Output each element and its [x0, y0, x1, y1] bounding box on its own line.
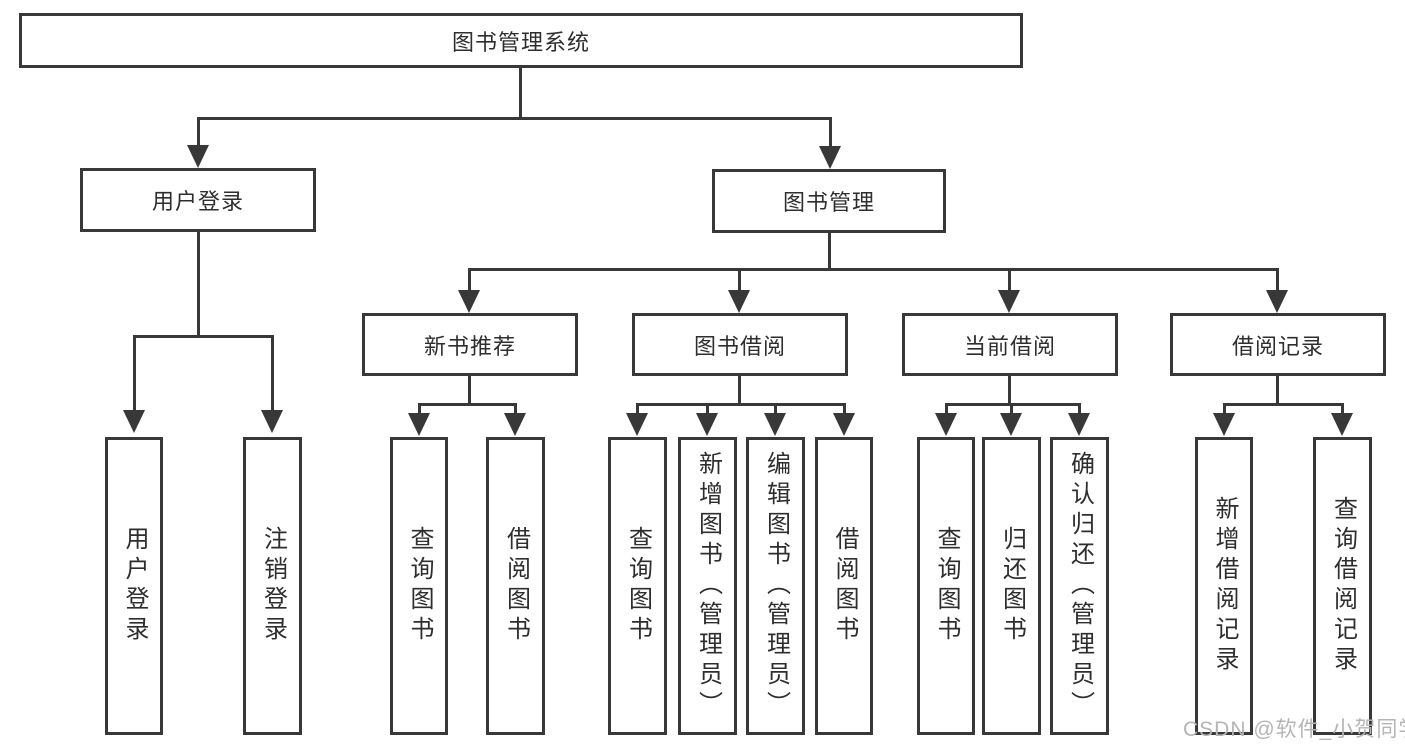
node-current-borrow: 当前借阅 — [902, 313, 1118, 376]
connector-book-borrow-rail — [636, 403, 846, 406]
leaf-logout-label: 注销登录 — [259, 526, 287, 646]
connector-current-borrow-drop-3 — [1078, 404, 1081, 414]
arrowhead-user-login — [187, 145, 209, 168]
connector-level3-drop-2 — [738, 269, 741, 291]
leaf-newbook-borrow: 借阅图书 — [486, 437, 545, 735]
leaf-borrow-borrow-label: 借阅图书 — [831, 526, 858, 646]
leaf-records-add-label: 新增借阅记录 — [1211, 496, 1238, 676]
connector-borrow-records-drop-2 — [1341, 404, 1344, 414]
arrowhead-records-add — [1213, 413, 1235, 436]
leaf-current-query-label: 查询图书 — [933, 526, 960, 646]
connector-current-borrow-rail — [945, 403, 1081, 406]
leaf-borrow-query: 查询图书 — [608, 437, 667, 735]
connector-current-borrow-drop-2 — [1010, 404, 1013, 414]
connector-borrow-records-stem — [1276, 376, 1279, 406]
leaf-borrow-add: 新增图书（管理员） — [678, 437, 737, 735]
leaf-borrow-edit-label: 编辑图书（管理员） — [762, 451, 790, 721]
node-book-manage: 图书管理 — [712, 169, 946, 233]
leaf-current-confirm-label: 确认归还（管理员） — [1066, 451, 1094, 721]
arrowhead-newbook-borrow — [504, 413, 526, 436]
connector-new-book-drop-1 — [418, 404, 421, 414]
connector-book-borrow-stem — [738, 376, 741, 406]
leaf-borrow-edit: 编辑图书（管理员） — [746, 437, 805, 735]
arrowhead-borrow-add — [696, 413, 718, 436]
connector-new-book-stem — [468, 376, 471, 406]
node-book-manage-label: 图书管理 — [782, 190, 875, 215]
arrowhead-book-borrow — [728, 290, 750, 313]
arrowhead-current-return — [1000, 413, 1022, 436]
leaf-user-login-label: 用户登录 — [121, 526, 148, 646]
arrowhead-leaf-logout — [261, 410, 283, 433]
connector-level2-right-drop — [829, 118, 832, 148]
arrowhead-borrow-borrow — [833, 413, 855, 436]
arrowhead-borrow-edit — [764, 413, 786, 436]
connector-user-login-stem — [197, 232, 200, 338]
connector-borrow-records-rail — [1223, 403, 1344, 406]
arrowhead-leaf-user-login — [123, 410, 145, 433]
arrowhead-book-manage — [819, 146, 841, 169]
node-current-borrow-label: 当前借阅 — [963, 333, 1056, 359]
arrowhead-records-query — [1331, 413, 1353, 436]
leaf-current-query: 查询图书 — [917, 437, 975, 735]
leaf-user-login: 用户登录 — [105, 437, 163, 735]
arrowhead-borrow-query — [626, 413, 648, 436]
connector-level3-rail — [468, 268, 1279, 271]
arrowhead-newbook-query — [408, 413, 430, 436]
leaf-current-return-label: 归还图书 — [998, 526, 1026, 646]
connector-current-borrow-drop-1 — [945, 404, 948, 414]
connector-book-borrow-drop-4 — [843, 404, 846, 414]
connector-borrow-records-drop-1 — [1223, 404, 1226, 414]
leaf-newbook-query-label: 查询图书 — [406, 526, 433, 646]
connector-level2-left-drop — [197, 118, 200, 148]
arrowhead-current-borrow — [998, 290, 1020, 313]
leaf-current-confirm: 确认归还（管理员） — [1050, 437, 1109, 735]
leaf-borrow-add-label: 新增图书（管理员） — [694, 451, 722, 721]
node-book-borrow: 图书借阅 — [632, 313, 848, 376]
connector-new-book-rail — [418, 403, 517, 406]
connector-level3-drop-4 — [1276, 269, 1279, 291]
connector-current-borrow-stem — [1008, 376, 1011, 406]
connector-book-borrow-drop-2 — [706, 404, 709, 414]
node-root: 图书管理系统 — [19, 13, 1023, 68]
leaf-borrow-borrow: 借阅图书 — [815, 437, 873, 735]
node-book-borrow-label: 图书借阅 — [693, 333, 786, 359]
arrowhead-new-book — [458, 290, 480, 313]
connector-book-manage-stem — [828, 233, 831, 271]
watermark: CSDN @软件_小贺同学 — [1183, 718, 1405, 741]
connector-new-book-drop-2 — [514, 404, 517, 414]
connector-level2-rail — [197, 117, 832, 120]
leaf-newbook-query: 查询图书 — [390, 437, 448, 735]
node-user-login-label: 用户登录 — [151, 189, 244, 214]
connector-level3-drop-3 — [1008, 269, 1011, 291]
leaf-current-return: 归还图书 — [982, 437, 1041, 735]
connector-user-login-rail — [133, 335, 274, 338]
arrowhead-current-confirm — [1068, 413, 1090, 436]
connector-user-login-drop-1 — [133, 336, 136, 410]
node-root-label: 图书管理系统 — [451, 29, 590, 55]
connector-root-stem — [519, 68, 522, 120]
leaf-records-query-label: 查询借阅记录 — [1329, 496, 1357, 676]
leaf-logout: 注销登录 — [243, 437, 302, 735]
leaf-borrow-query-label: 查询图书 — [624, 526, 652, 646]
arrowhead-borrow-records — [1266, 290, 1288, 313]
connector-level3-drop-1 — [468, 269, 471, 291]
node-borrow-records: 借阅记录 — [1170, 313, 1386, 376]
leaf-records-add: 新增借阅记录 — [1195, 437, 1253, 735]
node-borrow-records-label: 借阅记录 — [1231, 333, 1324, 359]
node-new-book-label: 新书推荐 — [423, 333, 516, 359]
arrowhead-current-query — [935, 413, 957, 436]
node-new-book: 新书推荐 — [362, 313, 578, 376]
connector-user-login-drop-2 — [271, 336, 274, 410]
node-user-login: 用户登录 — [80, 168, 316, 232]
connector-book-borrow-drop-3 — [774, 404, 777, 414]
leaf-newbook-borrow-label: 借阅图书 — [502, 526, 530, 646]
leaf-records-query: 查询借阅记录 — [1313, 437, 1372, 735]
connector-book-borrow-drop-1 — [636, 404, 639, 414]
